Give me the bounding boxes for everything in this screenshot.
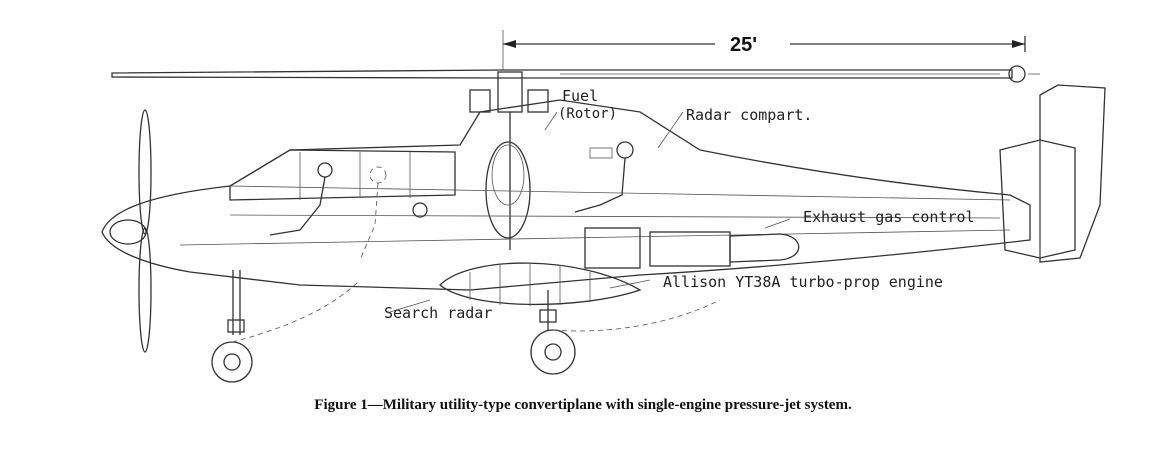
label-exhaust-gas-control: Exhaust gas control xyxy=(803,208,975,226)
rotor-hub xyxy=(469,71,549,250)
fuselage xyxy=(101,99,1031,291)
turboprop-engine xyxy=(584,227,800,269)
propeller xyxy=(109,109,152,353)
label-engine: Allison YT38A turbo-prop engine xyxy=(663,273,943,291)
rotor-blade xyxy=(111,65,1040,83)
leader-lines xyxy=(389,111,791,313)
tail-fin xyxy=(999,84,1106,263)
dimension-label: 25' xyxy=(730,34,757,56)
dimension-line xyxy=(502,30,1026,70)
label-radar-compart: Radar compart. xyxy=(686,106,812,124)
landing-gear xyxy=(211,270,721,383)
crew-figures xyxy=(269,141,634,261)
label-rotor: (Rotor) xyxy=(558,106,617,122)
cockpit-canopy xyxy=(229,149,456,201)
figure-caption: Figure 1—Military utility-type convertip… xyxy=(314,397,852,413)
label-search-radar: Search radar xyxy=(384,304,492,322)
label-fuel: Fuel xyxy=(562,87,598,105)
search-radar-dish xyxy=(439,262,642,306)
